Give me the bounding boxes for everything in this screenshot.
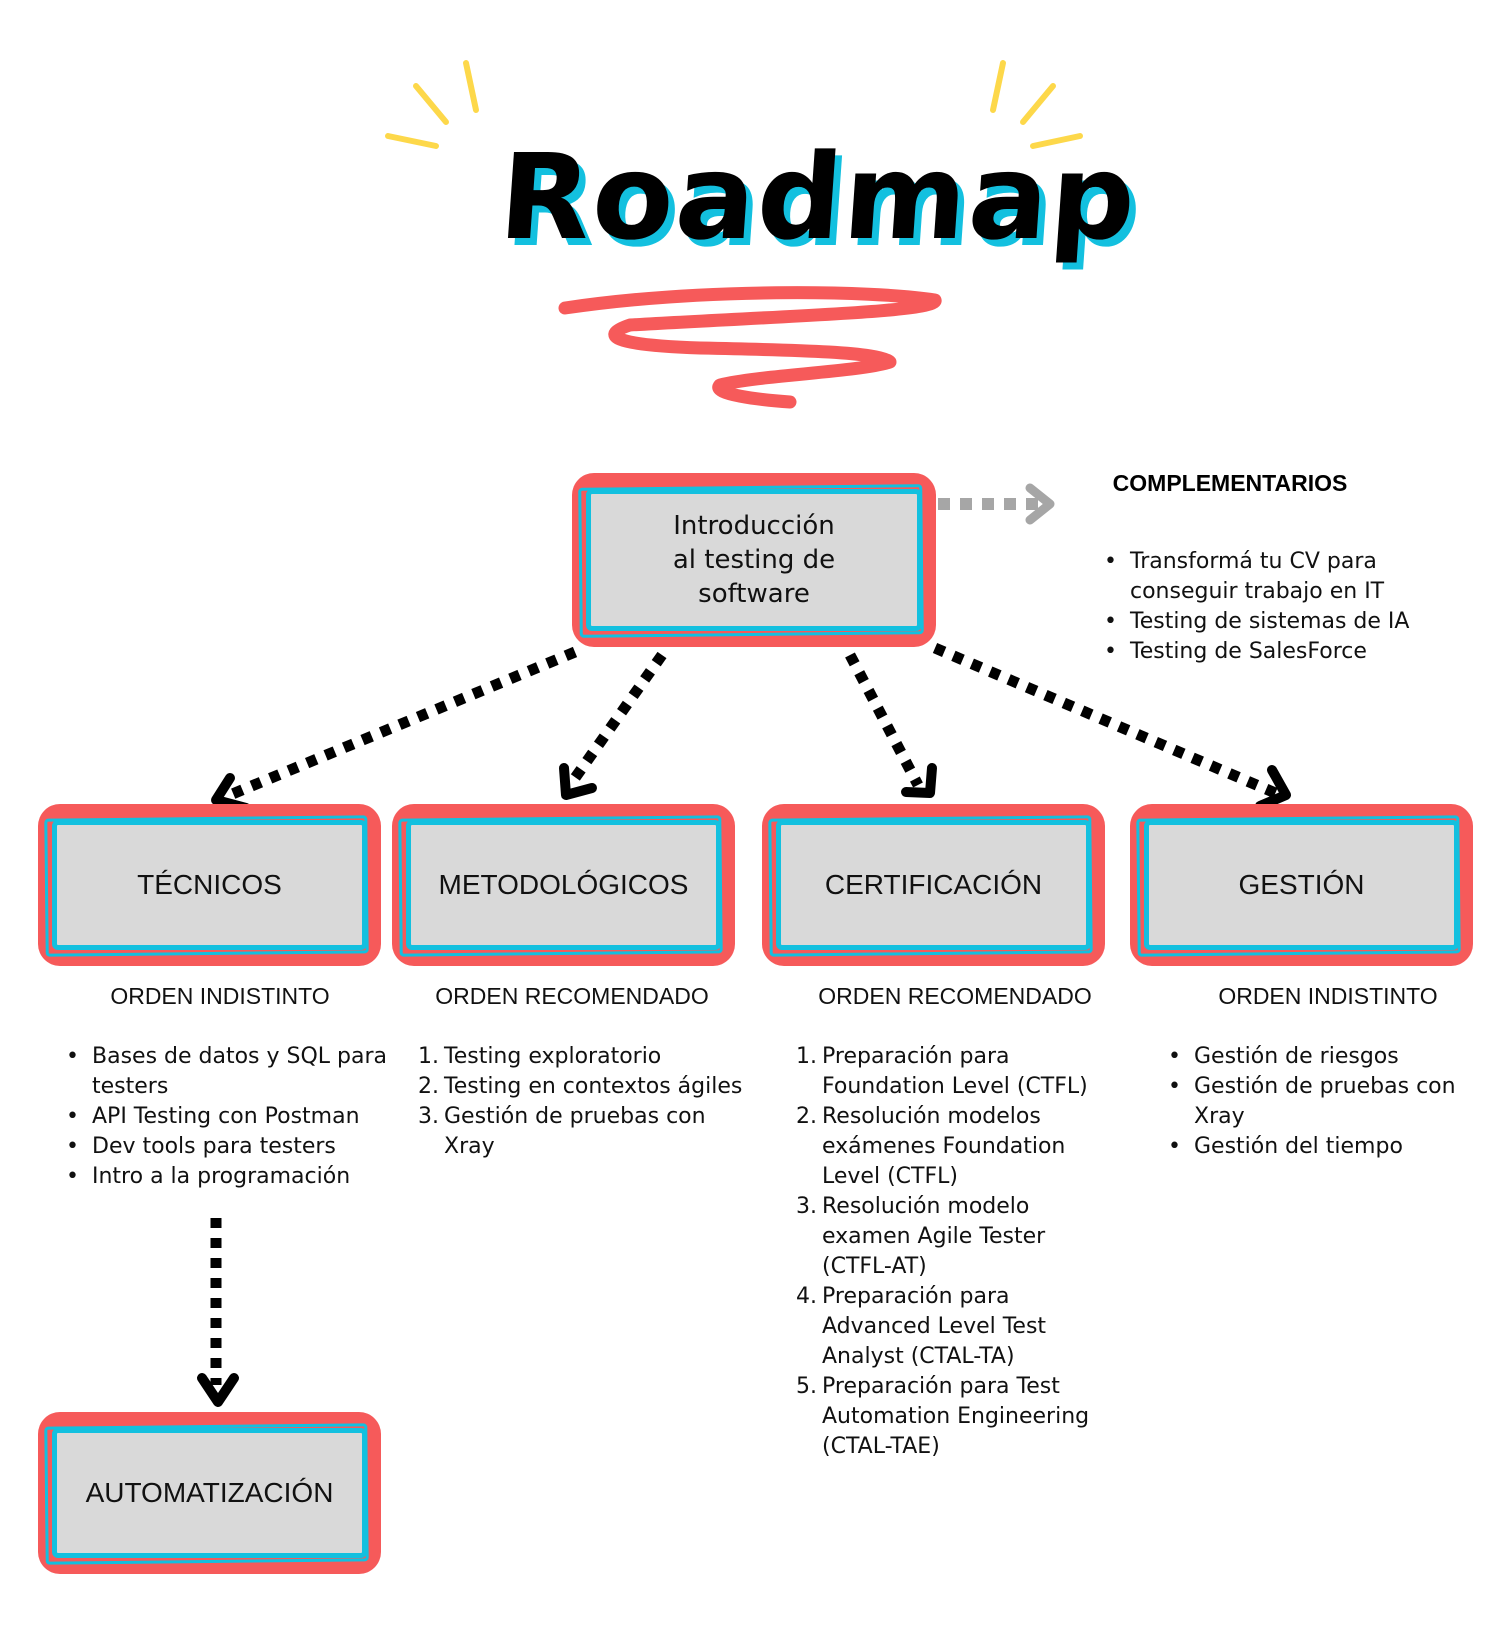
- node-tecnicos-label: TÉCNICOS: [137, 869, 282, 900]
- sparkle-right-icon: [990, 60, 1083, 149]
- node-metodologicos-label: METODOLÓGICOS: [438, 869, 689, 900]
- list-item: Testing de SalesForce: [1100, 637, 1430, 667]
- node-intro[interactable]: Introducción al testing de software: [572, 473, 936, 647]
- list-item: Bases de datos y SQL para testers: [62, 1042, 402, 1102]
- list-item: 1.Preparación para Foundation Level (CTF…: [796, 1044, 1088, 1099]
- sparkle-left-icon: [385, 60, 479, 149]
- list-item: Testing de sistemas de IA: [1100, 607, 1430, 637]
- node-automatizacion[interactable]: AUTOMATIZACIÓN: [38, 1412, 381, 1574]
- gestion-list: Gestión de riesgos Gestión de pruebas co…: [1164, 1042, 1484, 1162]
- order-gestion: ORDEN INDISTINTO: [1218, 983, 1438, 1009]
- order-tecnicos: ORDEN INDISTINTO: [110, 983, 330, 1009]
- tecnicos-list: Bases de datos y SQL para testers API Te…: [62, 1042, 402, 1192]
- list-item: 1.Testing exploratorio: [418, 1044, 662, 1069]
- node-intro-label: Introducción al testing de software: [672, 511, 836, 609]
- list-item: 2.Testing en contextos ágiles: [418, 1074, 743, 1099]
- node-gestion[interactable]: GESTIÓN: [1130, 804, 1473, 966]
- order-certificacion: ORDEN RECOMENDADO: [818, 983, 1092, 1009]
- arrow-to-complementarios: [938, 483, 1055, 525]
- list-item: 2.Resolución modelos exámenes Foundation…: [796, 1104, 1066, 1189]
- node-metodologicos[interactable]: METODOLÓGICOS: [392, 804, 735, 966]
- list-item: Intro a la programación: [62, 1162, 402, 1192]
- complementarios-title: COMPLEMENTARIOS: [1112, 470, 1348, 496]
- arrow-to-certificacion: [845, 652, 937, 798]
- list-item: Gestión de pruebas con Xray: [1164, 1072, 1484, 1132]
- node-gestion-label: GESTIÓN: [1238, 869, 1365, 900]
- list-item: Gestión del tiempo: [1164, 1132, 1484, 1162]
- arrow-to-gestion: [932, 642, 1291, 811]
- list-item: Transformá tu CV para conseguir trabajo …: [1100, 547, 1430, 607]
- list-item: 4.Preparación para Advanced Level Test A…: [796, 1284, 1047, 1369]
- scribble-underline-icon: [558, 286, 942, 409]
- list-item: API Testing con Postman: [62, 1102, 402, 1132]
- metodologicos-list: 1.Testing exploratorio 2.Testing en cont…: [418, 1042, 758, 1162]
- arrow-to-automatizacion: [197, 1218, 239, 1407]
- arrow-to-metodologicos: [559, 651, 667, 800]
- arrow-to-tecnicos: [211, 646, 578, 813]
- node-certificacion[interactable]: CERTIFICACIÓN: [762, 804, 1105, 966]
- list-item: Dev tools para testers: [62, 1132, 402, 1162]
- page-title: Roadmap: [495, 128, 1142, 266]
- list-item: 3.Gestión de pruebas con Xray: [418, 1104, 706, 1159]
- list-item: 3.Resolución modelo examen Agile Tester …: [796, 1194, 1046, 1279]
- list-item: Gestión de riesgos: [1164, 1042, 1484, 1072]
- node-tecnicos[interactable]: TÉCNICOS: [38, 804, 381, 966]
- list-item: 5.Preparación para Test Automation Engin…: [796, 1374, 1090, 1459]
- certificacion-list: 1.Preparación para Foundation Level (CTF…: [796, 1042, 1106, 1462]
- order-metodologicos: ORDEN RECOMENDADO: [435, 983, 709, 1009]
- node-automatizacion-label: AUTOMATIZACIÓN: [85, 1477, 334, 1508]
- node-certificacion-label: CERTIFICACIÓN: [824, 869, 1043, 900]
- complementarios-list: Transformá tu CV para conseguir trabajo …: [1100, 547, 1430, 667]
